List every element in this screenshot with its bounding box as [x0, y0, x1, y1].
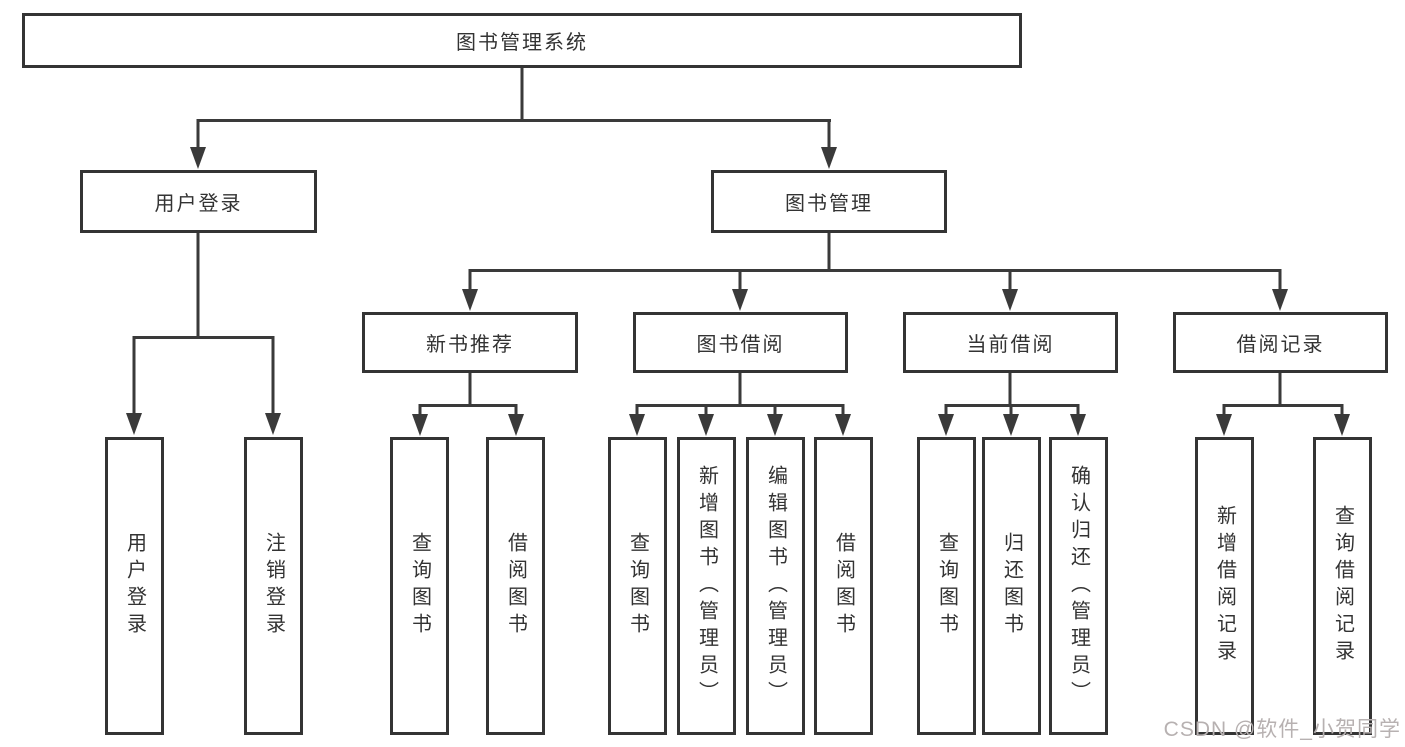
- node-book-borrow: 图书借阅: [633, 312, 848, 373]
- connector-userlogin-stem: [196, 233, 200, 338]
- leaf-borrow-book-2: 借阅图书: [814, 437, 873, 735]
- connector-drop: [1009, 404, 1013, 416]
- node-user-login: 用户登录: [80, 170, 317, 233]
- leaf-query-book-2: 查询图书: [608, 437, 667, 735]
- connector-drop: [841, 404, 845, 416]
- arrow-down-icon: [1002, 289, 1018, 311]
- arrow-down-icon: [508, 414, 524, 436]
- arrow-down-icon: [412, 414, 428, 436]
- node-current-borrow: 当前借阅: [903, 312, 1118, 373]
- connector-borrow-stem: [738, 373, 742, 406]
- connector-drop: [1340, 404, 1344, 416]
- arrow-down-icon: [698, 414, 714, 436]
- connector-newbook-stem: [468, 373, 472, 406]
- connector-drop: [1222, 404, 1226, 416]
- connector-drop-current: [1008, 269, 1012, 291]
- connector-current-stem: [1008, 373, 1012, 406]
- arrow-down-icon: [1003, 414, 1019, 436]
- csdn-watermark: CSDN @软件_小贺同学: [1163, 718, 1401, 741]
- arrow-down-icon: [1070, 414, 1086, 436]
- arrow-down-icon: [126, 413, 142, 435]
- connector-drop: [635, 404, 639, 416]
- arrow-down-icon: [265, 413, 281, 435]
- leaf-user-login: 用户登录: [105, 437, 164, 735]
- arrow-down-icon: [821, 147, 837, 169]
- leaf-query-book-3: 查询图书: [917, 437, 976, 735]
- node-book-management: 图书管理: [711, 170, 947, 233]
- leaf-borrow-book-1: 借阅图书: [486, 437, 545, 735]
- arrow-down-icon: [190, 147, 206, 169]
- leaf-add-borrow-record: 新增借阅记录: [1195, 437, 1254, 735]
- arrow-down-icon: [938, 414, 954, 436]
- connector-records-stem: [1278, 373, 1282, 406]
- connector-bookmgmt-stem: [827, 233, 831, 271]
- connector-current-bar: [946, 404, 1079, 407]
- connector-root-stem: [520, 68, 524, 120]
- connector-root-bar: [197, 119, 831, 122]
- connector-drop-borrow: [738, 269, 742, 291]
- connector-userlogin-bar: [134, 336, 274, 339]
- connector-drop: [1076, 404, 1080, 416]
- connector-drop-user-login: [196, 119, 200, 149]
- connector-drop: [418, 404, 422, 416]
- leaf-query-book-1: 查询图书: [390, 437, 449, 735]
- arrow-down-icon: [462, 289, 478, 311]
- connector-borrow-bar: [637, 404, 844, 407]
- arrow-down-icon: [1216, 414, 1232, 436]
- connector-drop: [514, 404, 518, 416]
- leaf-query-borrow-record: 查询借阅记录: [1313, 437, 1372, 735]
- connector-drop-newbook: [468, 269, 472, 291]
- connector-drop: [944, 404, 948, 416]
- arrow-down-icon: [1334, 414, 1350, 436]
- connector-drop-login: [132, 336, 136, 414]
- connector-drop-logout: [271, 336, 275, 414]
- arrow-down-icon: [767, 414, 783, 436]
- arrow-down-icon: [1272, 289, 1288, 311]
- arrow-down-icon: [835, 414, 851, 436]
- node-root: 图书管理系统: [22, 13, 1022, 68]
- leaf-confirm-return-admin: 确认归还（管理员）: [1049, 437, 1108, 735]
- connector-drop: [704, 404, 708, 416]
- connector-drop-records: [1278, 269, 1282, 291]
- arrow-down-icon: [629, 414, 645, 436]
- connector-newbook-bar: [420, 404, 517, 407]
- connector-records-bar: [1224, 404, 1343, 407]
- node-new-book-recommend: 新书推荐: [362, 312, 578, 373]
- leaf-return-book: 归还图书: [982, 437, 1041, 735]
- connector-drop: [773, 404, 777, 416]
- connector-bookmgmt-bar: [470, 269, 1281, 272]
- leaf-logout: 注销登录: [244, 437, 303, 735]
- node-borrow-records: 借阅记录: [1173, 312, 1388, 373]
- arrow-down-icon: [732, 289, 748, 311]
- leaf-add-book-admin: 新增图书（管理员）: [677, 437, 736, 735]
- connector-drop-book-mgmt: [827, 119, 831, 149]
- leaf-edit-book-admin: 编辑图书（管理员）: [746, 437, 805, 735]
